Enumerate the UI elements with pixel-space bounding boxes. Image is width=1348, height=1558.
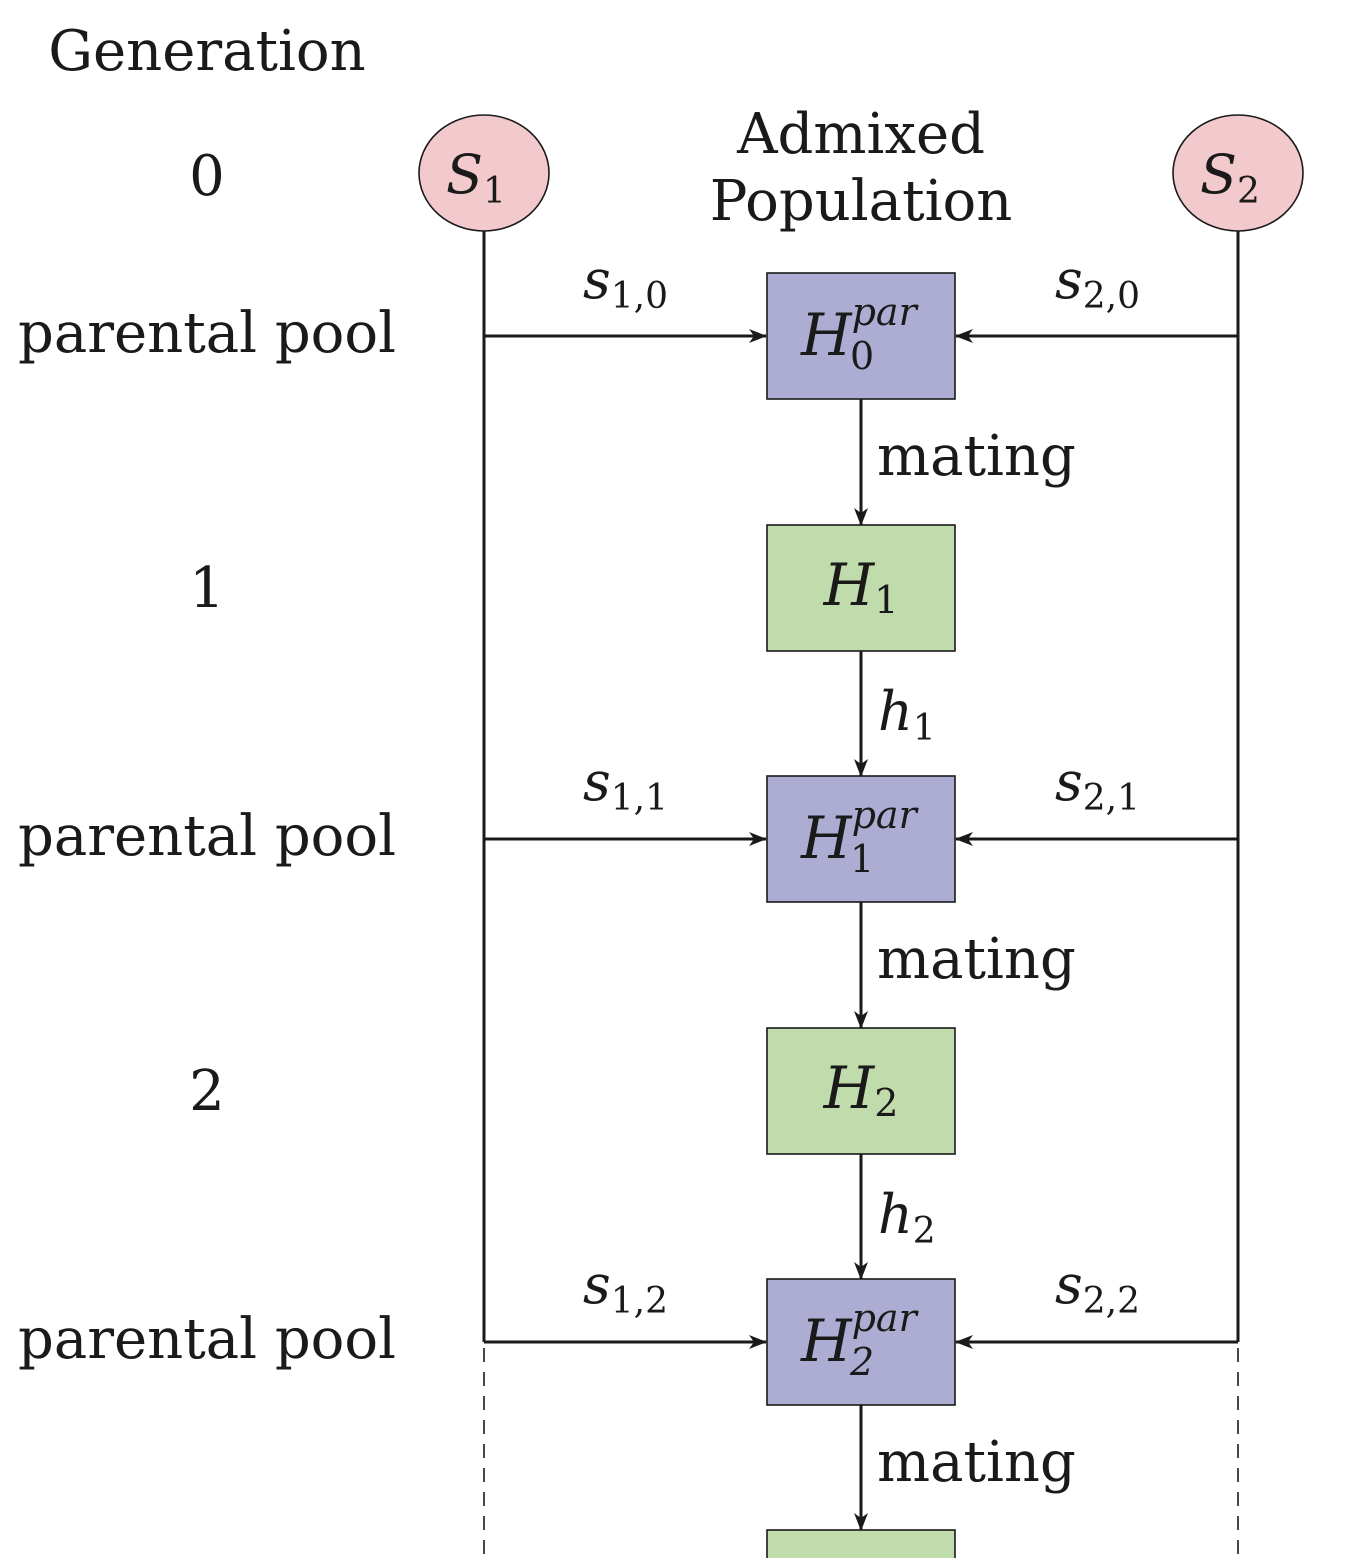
- edge-h2-sub: 2: [913, 1211, 936, 1252]
- svg-text:s1,0: s1,0: [583, 248, 668, 317]
- generation-0-label: 0: [189, 144, 225, 209]
- node-h1-base: H: [823, 551, 876, 619]
- node-h1: H1: [766, 524, 956, 652]
- source-s1-node: S1: [418, 114, 550, 232]
- node-hpar1-box: [766, 775, 956, 903]
- edge-s2-1-base: s: [1055, 750, 1083, 813]
- source-s2-base: S: [1200, 143, 1237, 206]
- svg-text:Hpar: Hpar: [800, 1296, 920, 1375]
- svg-text:h2: h2: [878, 1183, 936, 1252]
- parental-pool-label-2: parental pool: [18, 1307, 396, 1372]
- admixed-title-line1: Admixed: [736, 102, 985, 167]
- node-hpar2: Hpar 2: [766, 1278, 956, 1406]
- edge-s1-2-base: s: [583, 1253, 611, 1316]
- edge-s1-0-base: s: [583, 248, 611, 311]
- svg-text:H2: H2: [823, 1054, 899, 1125]
- generation-header: Generation: [48, 19, 365, 84]
- source-s2-sub: 2: [1237, 171, 1260, 212]
- node-hpar1-base: H: [800, 804, 853, 872]
- edge-s2-2-sub: 2,2: [1083, 1281, 1140, 1322]
- edge-s2-2-base: s: [1055, 1253, 1083, 1316]
- edge-s1-1-sub: 1,1: [611, 778, 668, 819]
- node-h1-box: [766, 524, 956, 652]
- parental-pool-label-1: parental pool: [18, 804, 396, 869]
- edge-mating-label-0: mating: [877, 424, 1076, 489]
- edge-mating-label-2: mating: [877, 1430, 1076, 1495]
- node-h3-partial-box: [766, 1529, 956, 1558]
- node-hpar2-sup: par: [852, 1296, 920, 1340]
- svg-text:Hpar: Hpar: [800, 793, 920, 872]
- edge-s2-1-sub: 2,1: [1083, 778, 1140, 819]
- svg-text:S1: S1: [446, 143, 506, 212]
- svg-text:s1,1: s1,1: [583, 750, 668, 819]
- svg-text:Hpar: Hpar: [800, 290, 920, 369]
- edge-s1-1-base: s: [583, 750, 611, 813]
- node-hpar2-base: H: [800, 1307, 853, 1375]
- node-hpar2-box: [766, 1278, 956, 1406]
- generation-1-label: 1: [189, 556, 225, 621]
- node-hpar0-box: [766, 272, 956, 400]
- source-s1-sub: 1: [483, 171, 506, 212]
- edge-h2-base: h: [878, 1183, 913, 1246]
- svg-text:h1: h1: [878, 680, 936, 749]
- svg-text:s2,0: s2,0: [1055, 248, 1140, 317]
- source-s2-ellipse: [1172, 114, 1304, 232]
- edge-s1-2-sub: 1,2: [611, 1281, 668, 1322]
- node-hpar1-sup: par: [852, 793, 920, 837]
- edge-s2-0-base: s: [1055, 248, 1083, 311]
- source-s1-base: S: [446, 143, 483, 206]
- edge-s2-0-sub: 2,0: [1083, 276, 1140, 317]
- node-hpar0-sub: 0: [850, 334, 874, 378]
- node-h2-base: H: [823, 1054, 876, 1122]
- node-h2: H2: [766, 1027, 956, 1155]
- source-s2-node: S2: [1172, 114, 1304, 232]
- svg-text:s2,1: s2,1: [1055, 750, 1140, 819]
- edge-h1-sub: 1: [913, 708, 936, 749]
- admixed-title-line2: Population: [710, 169, 1013, 234]
- svg-text:s2,2: s2,2: [1055, 1253, 1140, 1322]
- node-hpar0: Hpar 0: [766, 272, 956, 400]
- source-s1-ellipse: [418, 114, 550, 232]
- node-hpar0-base: H: [800, 301, 853, 369]
- node-h2-sub: 2: [874, 1081, 898, 1125]
- edge-s1-0-sub: 1,0: [611, 276, 668, 317]
- generation-2-label: 2: [189, 1059, 225, 1124]
- svg-text:S2: S2: [1200, 143, 1260, 212]
- node-hpar0-sup: par: [852, 290, 920, 334]
- edge-mating-label-1: mating: [877, 927, 1076, 992]
- node-h1-sub: 1: [874, 578, 898, 622]
- node-h2-box: [766, 1027, 956, 1155]
- node-hpar1-sub: 1: [850, 837, 874, 881]
- svg-text:H1: H1: [823, 551, 899, 622]
- parental-pool-label-0: parental pool: [18, 301, 396, 366]
- node-hpar1: Hpar 1: [766, 775, 956, 903]
- node-h3-partial: [766, 1529, 956, 1558]
- svg-text:s1,2: s1,2: [583, 1253, 668, 1322]
- edge-h1-base: h: [878, 680, 913, 743]
- node-hpar2-sub: 2: [849, 1340, 874, 1384]
